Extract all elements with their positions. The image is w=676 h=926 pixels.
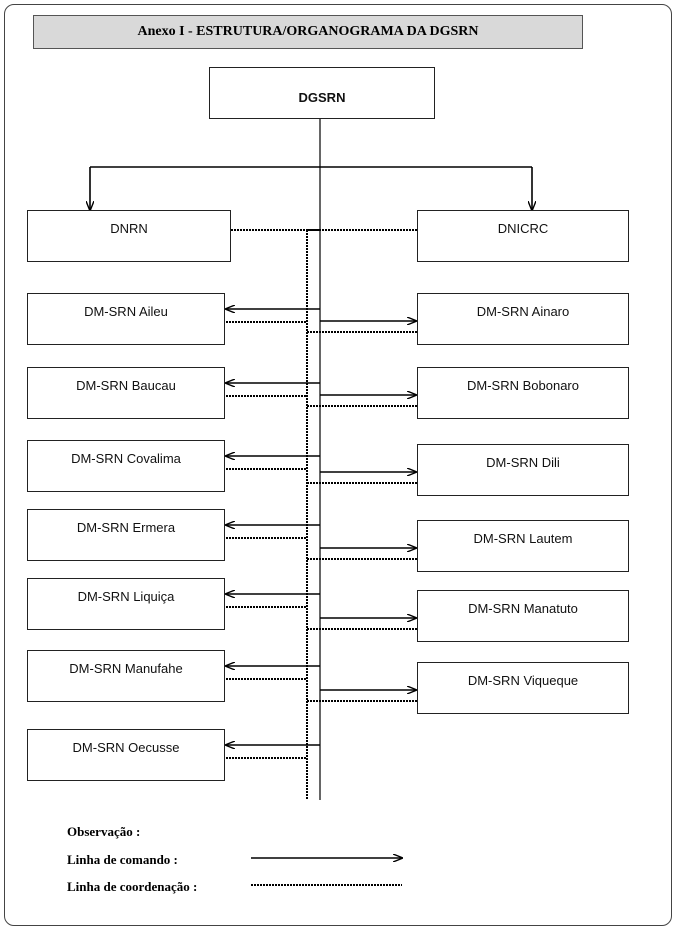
org-chart-lines bbox=[0, 118, 676, 800]
district-unit-box-left: DM-SRN Covalima bbox=[27, 440, 225, 492]
district-unit-box-right: DM-SRN Lautem bbox=[417, 520, 629, 572]
legend-command-label: Linha de comando : bbox=[67, 852, 178, 867]
legend-heading: Observação : bbox=[67, 824, 141, 839]
dnrn-box: DNRN bbox=[27, 210, 231, 262]
district-unit-box-left: DM-SRN Baucau bbox=[27, 367, 225, 419]
district-unit-box-left: DM-SRN Liquiça bbox=[27, 578, 225, 630]
district-unit-box-left: DM-SRN Aileu bbox=[27, 293, 225, 345]
diagram-title: Anexo I - ESTRUTURA/ORGANOGRAMA DA DGSRN bbox=[33, 15, 583, 49]
district-unit-box-right: DM-SRN Ainaro bbox=[417, 293, 629, 345]
dgsrn-box: DGSRN bbox=[209, 67, 435, 119]
district-unit-box-left: DM-SRN Manufahe bbox=[27, 650, 225, 702]
district-unit-box-right: DM-SRN Viqueque bbox=[417, 662, 629, 714]
district-unit-box-right: DM-SRN Manatuto bbox=[417, 590, 629, 642]
district-unit-box-left: DM-SRN Oecusse bbox=[27, 729, 225, 781]
district-unit-box-right: DM-SRN Bobonaro bbox=[417, 367, 629, 419]
legend-coordination-label: Linha de coordenação : bbox=[67, 879, 198, 894]
district-unit-box-right: DM-SRN Dili bbox=[417, 444, 629, 496]
dnicrc-box: DNICRC bbox=[417, 210, 629, 262]
district-unit-box-left: DM-SRN Ermera bbox=[27, 509, 225, 561]
